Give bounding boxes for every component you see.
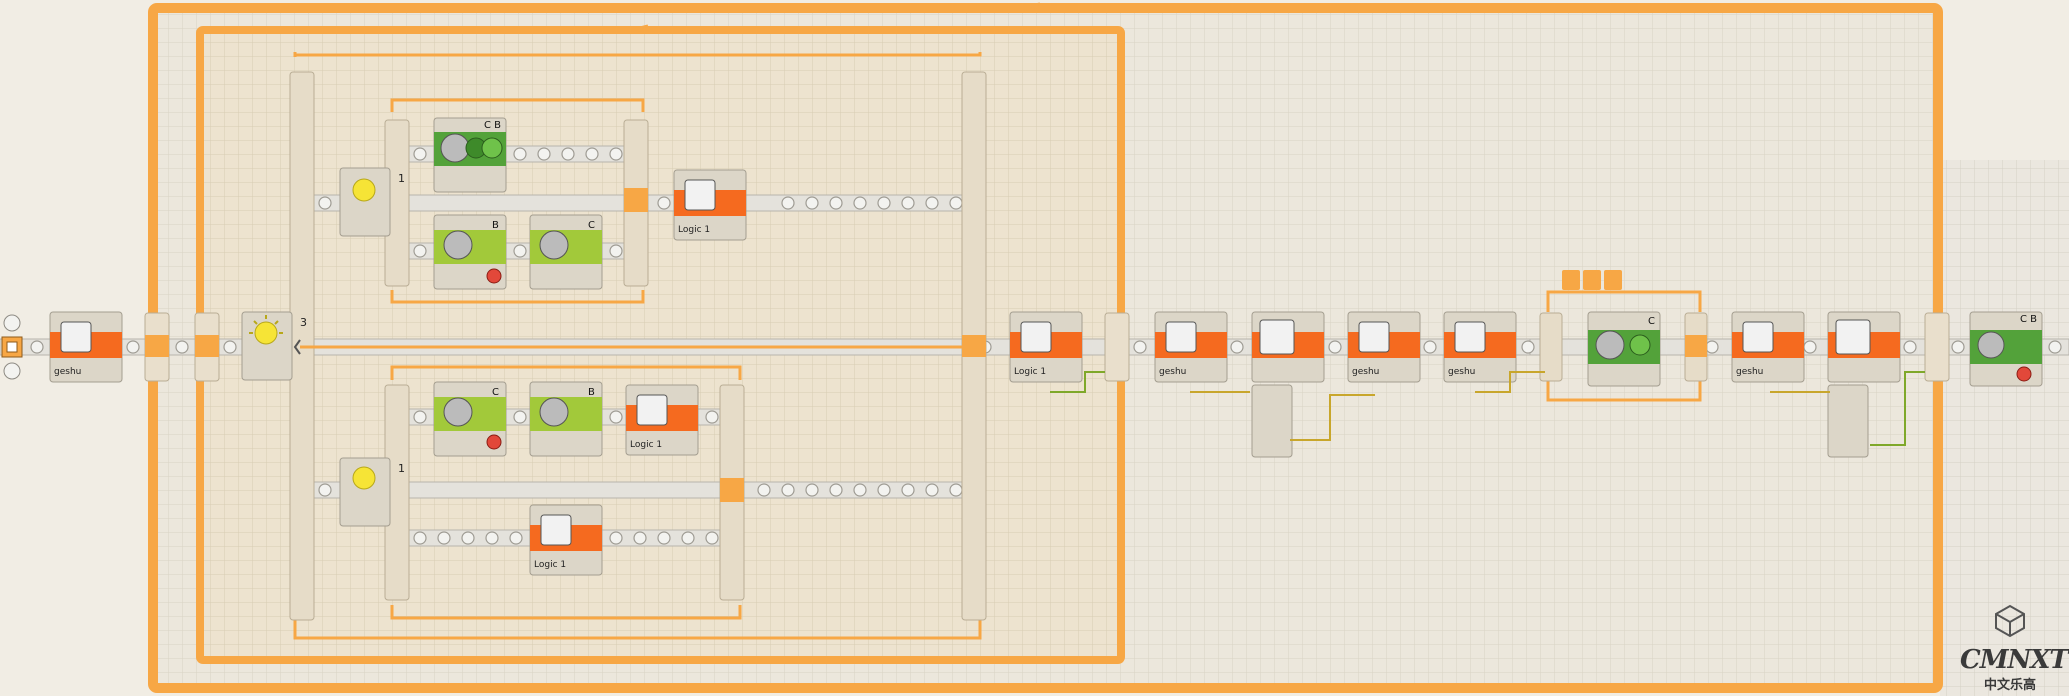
motor-block-b-lower[interactable]: B <box>529 381 603 457</box>
outer-switch[interactable] <box>289 52 987 640</box>
watermark-text: CMNXT <box>1960 645 2069 675</box>
motor-port-label: C <box>1648 316 1655 327</box>
light-sensor-block-upper[interactable]: 1 <box>339 167 405 237</box>
motor-ports-label: C B <box>2020 314 2037 325</box>
light-sensor-block-lower[interactable]: 1 <box>339 457 405 527</box>
tabbed-switch[interactable] <box>1539 270 1708 402</box>
outer-workspace-grid <box>1940 160 2069 696</box>
motor-port-label: C <box>588 220 595 231</box>
motor-block-c-upper[interactable]: C <box>529 214 603 290</box>
variable-block-geshu-4[interactable]: geshu <box>1731 311 1805 383</box>
variable-label: geshu <box>54 367 81 377</box>
upper-nested-switch[interactable] <box>384 98 649 304</box>
variable-block-logic-right[interactable]: Logic 1 <box>1009 311 1083 383</box>
data-wires <box>1050 371 1925 446</box>
lower-nested-switch[interactable] <box>384 365 745 620</box>
watermark-subtitle: 中文乐高 <box>1983 678 2036 693</box>
motor-ports-label: C B <box>484 120 501 131</box>
motor-block-c-right[interactable]: C <box>1587 311 1661 387</box>
logic-label: Logic 1 <box>678 225 710 235</box>
variable-label: geshu <box>1352 367 1379 377</box>
beam-holes <box>5 147 2062 545</box>
switch-value-upper: 1 <box>398 172 405 185</box>
variable-block-logic-lower-b[interactable]: Logic 1 <box>529 504 603 576</box>
motor-port-label: B <box>492 220 499 231</box>
variable-block-logic-upper[interactable]: Logic 1 <box>673 169 747 241</box>
variable-block-geshu-3[interactable]: geshu <box>1443 311 1517 383</box>
math-block[interactable] <box>1251 311 1325 458</box>
motor-port-label: C <box>492 387 499 398</box>
motor-block-b-upper[interactable]: B <box>433 214 507 290</box>
logic-label: Logic 1 <box>534 560 566 570</box>
variable-block-geshu-1[interactable]: geshu <box>1154 311 1228 383</box>
switch-value-lower: 1 <box>398 462 405 475</box>
compare-block[interactable] <box>1827 311 1901 458</box>
motor-block-cb-final[interactable]: C B <box>1969 311 2043 387</box>
logic-label: Logic 1 <box>630 440 662 450</box>
logic-label: Logic 1 <box>1014 367 1046 377</box>
variable-block-geshu-start[interactable]: geshu <box>49 311 123 383</box>
variable-label: geshu <box>1736 367 1763 377</box>
switch-value-outer: 3 <box>300 316 307 329</box>
motor-block-c-lower[interactable]: C <box>433 381 507 457</box>
motor-block-cb-upper[interactable]: C B <box>433 117 507 193</box>
watermark-logo-icon <box>1995 604 2025 638</box>
motor-port-label: B <box>588 387 595 398</box>
start-block[interactable] <box>1 314 23 380</box>
variable-block-geshu-2[interactable]: geshu <box>1347 311 1421 383</box>
variable-label: geshu <box>1448 367 1475 377</box>
light-sensor-block-outer[interactable]: 3 <box>241 311 307 381</box>
variable-block-logic-lower-a[interactable]: Logic 1 <box>625 384 699 456</box>
variable-label: geshu <box>1159 367 1186 377</box>
